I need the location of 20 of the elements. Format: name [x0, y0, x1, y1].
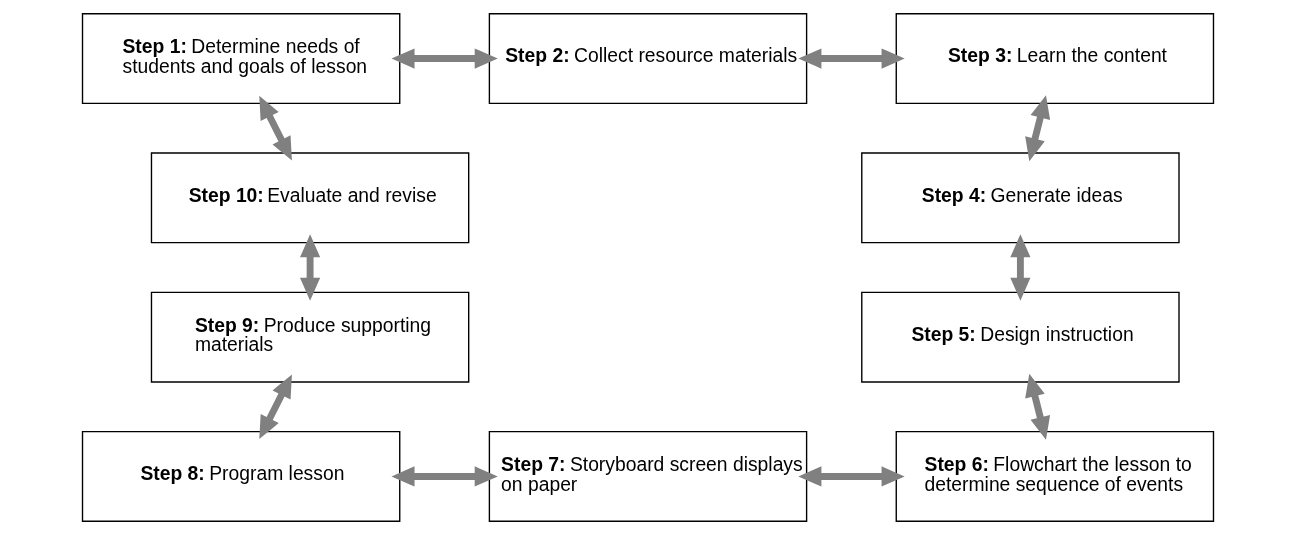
- node-box: Step 9: Produce supporting materials: [150, 291, 469, 383]
- arrow: [797, 466, 905, 487]
- arrow: [299, 234, 320, 301]
- arrow: [390, 466, 498, 487]
- arrow: [258, 95, 292, 161]
- arrow: [1024, 95, 1050, 162]
- arrow: [797, 48, 905, 69]
- arrow: [390, 48, 498, 69]
- node-box: Step 5: Design instruction: [860, 291, 1180, 383]
- node-box: Step 10: Evaluate and revise: [150, 152, 469, 244]
- node-box: Step 4: Generate ideas: [860, 152, 1180, 244]
- arrow: [258, 374, 292, 440]
- node-box: Step 2: Collect resource materials: [488, 13, 807, 105]
- node-box: Step 1: Determine needs of students and goals of lesson: [81, 13, 400, 105]
- arrow: [1024, 373, 1050, 440]
- node-box: Step 3: Learn the content: [895, 13, 1214, 105]
- node-box: Step 8: Program lesson: [81, 430, 400, 522]
- node-box: Step 6: Flowchart the lesson to determine sequence of events: [895, 430, 1214, 522]
- arrow: [1009, 234, 1030, 301]
- node-box: Step 7: Storyboard screen displays on paper: [488, 430, 807, 522]
